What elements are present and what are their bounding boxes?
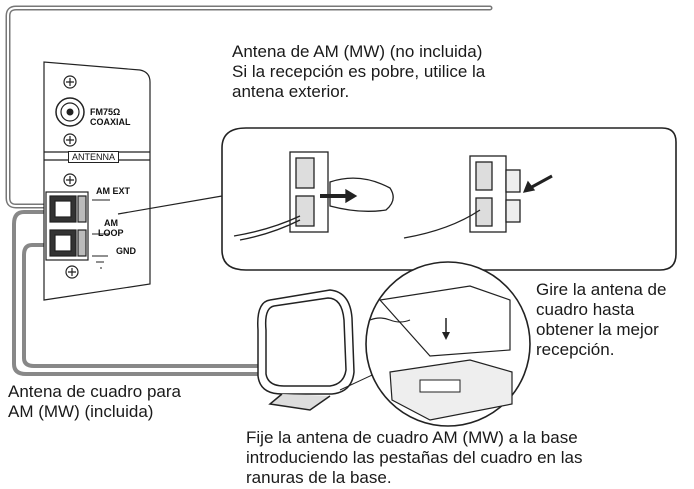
- screw-icon: [63, 75, 79, 279]
- attach-note-3: ranuras de la base.: [246, 468, 392, 487]
- rotate-note-4: recepción.: [536, 340, 615, 359]
- rear-panel: [43, 61, 151, 301]
- callout-leader-line: [117, 195, 223, 215]
- fm-coaxial-label-1: FM75Ω: [90, 107, 121, 117]
- am-loop-label-1: AM: [104, 218, 118, 228]
- loop-antenna-note-2: AM (MW) (incluida): [8, 402, 154, 421]
- connection-detail-bubble: [221, 127, 677, 271]
- am-antenna-note-3: antena exterior.: [232, 82, 350, 101]
- am-terminal-block: [45, 191, 89, 261]
- rotate-note-1: Gire la antena de: [536, 280, 667, 299]
- loop-antenna-wires: [12, 210, 292, 376]
- terminal-clamped-icon: [403, 155, 553, 239]
- attach-note-1: Fije la antena de cuadro AM (MW) a la ba…: [246, 428, 578, 447]
- fm-coaxial-label-2: COAXIAL: [90, 117, 131, 127]
- gnd-label: GND: [116, 246, 136, 256]
- rotate-note-3: obtener la mejor: [536, 320, 659, 339]
- terminal-with-hand-icon: [233, 151, 394, 241]
- am-antenna-note-2: Si la recepción es pobre, utilice la: [232, 62, 486, 81]
- am-loop-antenna-icon: [257, 289, 401, 411]
- loop-antenna-note-1: Antena de cuadro para: [8, 382, 181, 401]
- panel-label-lines: [92, 199, 110, 269]
- external-antenna-wire: [5, 5, 493, 209]
- loop-base-detail-circle: [365, 261, 531, 427]
- am-loop-label-2: LOOP: [98, 228, 124, 238]
- am-antenna-note-1: Antena de AM (MW) (no incluida): [232, 42, 483, 61]
- fm-coaxial-connector-icon: [55, 97, 85, 127]
- antenna-label: ANTENNA: [68, 151, 120, 163]
- am-ext-label: AM EXT: [96, 186, 131, 196]
- attach-note-2: introduciendo las pestañas del cuadro en…: [246, 448, 583, 467]
- rotate-note-2: cuadro hasta: [536, 300, 635, 319]
